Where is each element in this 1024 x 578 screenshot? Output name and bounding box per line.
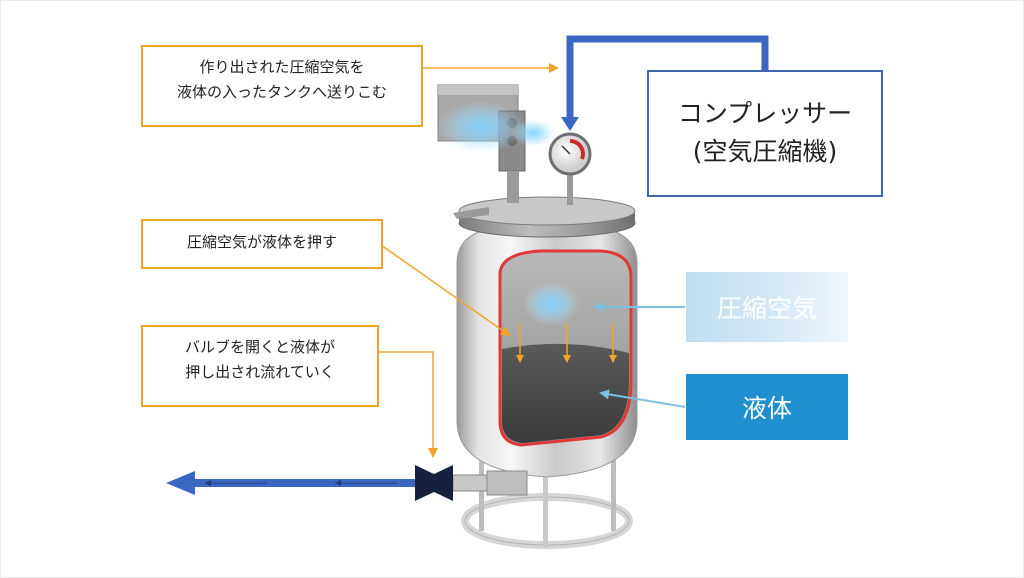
air-glow <box>523 282 579 326</box>
legend-compressed-air-text: 圧縮空気 <box>716 294 817 323</box>
callout-valve-flow-line1: バルブを開くと液体が <box>184 338 335 356</box>
valve-icon <box>415 465 453 501</box>
callout-air-push: 圧縮空気が液体を押す <box>141 219 383 269</box>
air-pipe-arrowhead <box>561 117 579 131</box>
legend-liquid: 液体 <box>686 374 848 440</box>
tank-lid <box>453 196 636 238</box>
legend-liquid-text: 液体 <box>741 394 792 423</box>
callout-valve-flow: バルブを開くと液体が 押し出され流れていく <box>141 325 379 407</box>
callout-valve-flow-line2: 押し出され流れていく <box>185 363 335 381</box>
callout-air-flow: 作り出された圧縮空気を 液体の入ったタンクへ送りこむ <box>141 45 423 127</box>
outlet-pipe <box>166 470 528 496</box>
legend-compressed-air: 圧縮空気 <box>686 272 848 342</box>
outlet-arrowhead <box>166 471 195 495</box>
callout-connector <box>380 244 511 337</box>
liquid-pointer <box>599 389 686 408</box>
compressor-title: コンプレッサー <box>677 99 853 128</box>
callout-air-flow-line1: 作り出された圧縮空気を <box>199 58 365 76</box>
liquid-fill <box>502 343 629 443</box>
compressor-box: コンプレッサー (空気圧縮機) <box>647 70 883 197</box>
compressor-subtitle: (空気圧縮機) <box>692 137 838 166</box>
callout-connector <box>377 351 438 458</box>
pressure-gauge <box>548 132 592 205</box>
callout-air-flow-line2: 液体の入ったタンクへ送りこむ <box>176 83 387 101</box>
air-pipe <box>566 35 769 119</box>
air-inlet-fitting <box>437 84 555 203</box>
callout-air-push-text: 圧縮空気が液体を押す <box>186 233 337 251</box>
tank-body <box>456 226 638 478</box>
